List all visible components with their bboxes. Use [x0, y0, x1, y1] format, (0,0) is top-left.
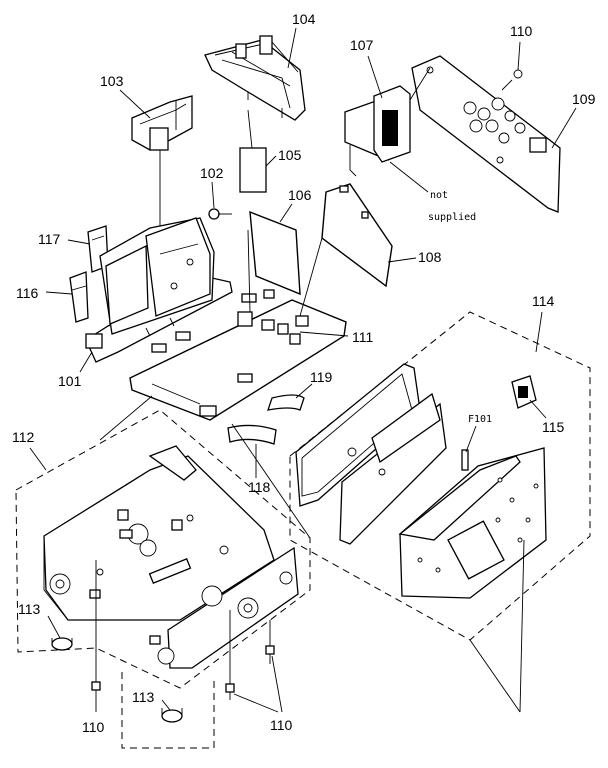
- foot-113-left: [51, 637, 73, 651]
- leader-102: [211, 181, 215, 209]
- part-105-plate: [239, 147, 267, 193]
- leader-107: [367, 55, 383, 99]
- guide-111a: [247, 229, 251, 313]
- label-111: 111: [352, 329, 373, 345]
- leader-117: [67, 239, 91, 245]
- part-104-top-bracket: [204, 35, 306, 121]
- screw-110-right-a: [225, 683, 235, 700]
- foot-113-right: [161, 708, 183, 723]
- label-112: 112: [12, 429, 35, 445]
- label-105: 105: [278, 147, 302, 163]
- guide-105: [247, 109, 253, 149]
- part-112-bottom-chassis: [43, 445, 299, 669]
- label-118: 118: [248, 479, 271, 495]
- part-119-flex-cable: [267, 394, 305, 411]
- guide-111b: [299, 237, 323, 317]
- part-101-chassis-bracket: [85, 217, 233, 363]
- part-114-power-supply: [295, 363, 547, 599]
- part-102-screw: [208, 208, 232, 220]
- screw-110-left: [91, 681, 101, 712]
- leader-103: [119, 89, 151, 119]
- label-102: 102: [200, 165, 224, 181]
- part-103-bracket: [131, 95, 193, 151]
- leader-f101: [465, 425, 477, 453]
- part-116-cable: [69, 271, 89, 323]
- label-109: 109: [572, 91, 596, 107]
- leader-106: [279, 203, 293, 223]
- label-104: 104: [292, 11, 316, 27]
- label-110-left: 110: [82, 719, 105, 735]
- part-108-board: [321, 183, 393, 288]
- label-113-right: 113: [132, 689, 155, 705]
- label-106: 106: [288, 187, 312, 203]
- guide-112a: [99, 395, 153, 441]
- group-112-lower-boundary: [121, 672, 215, 749]
- group-114-boundary: [289, 311, 591, 641]
- label-113-left: 113: [18, 601, 41, 617]
- label-101: 101: [58, 373, 82, 389]
- screw-110-top: [501, 69, 523, 91]
- label-110-top: 110: [510, 23, 533, 39]
- label-116: 116: [16, 285, 39, 301]
- label-115: 115: [542, 419, 565, 435]
- guide-109: [409, 67, 431, 101]
- leader-110-right-b: [271, 655, 283, 713]
- label-103: 103: [100, 73, 124, 89]
- leader-110-top: [517, 41, 521, 71]
- leader-108: [387, 257, 417, 263]
- guide-114-screw-a: [469, 639, 521, 713]
- label-117: 117: [38, 231, 61, 247]
- part-106-board: [249, 210, 301, 296]
- label-119: 119: [310, 369, 333, 385]
- group-112-boundary: [15, 409, 311, 689]
- leader-113-right: [161, 699, 171, 711]
- part-107-unit: [344, 85, 411, 177]
- part-109-front-panel: [411, 55, 561, 213]
- leader-119: [295, 383, 313, 399]
- label-107: 107: [350, 37, 374, 53]
- label-f101: F101: [468, 414, 492, 425]
- leader-116: [45, 291, 73, 295]
- leader-104: [287, 27, 297, 69]
- leader-109: [551, 107, 577, 149]
- note-supplied: supplied: [428, 212, 476, 223]
- guide-114-screw-b: [519, 539, 525, 713]
- leader-110-right-a: [233, 693, 279, 713]
- leader-111: [299, 331, 349, 337]
- leader-112: [29, 447, 47, 471]
- part-118-flex-cable: [227, 424, 277, 445]
- label-114: 114: [532, 293, 555, 309]
- leader-115: [529, 399, 547, 419]
- label-108: 108: [418, 249, 442, 265]
- leader-113-left: [47, 615, 61, 639]
- label-110-right: 110: [270, 717, 293, 733]
- leader-105: [265, 155, 277, 167]
- leader-114: [535, 311, 543, 353]
- guide-112b: [231, 423, 311, 539]
- leader-not-supplied: [389, 161, 429, 193]
- leader-101: [79, 351, 93, 373]
- note-not: not: [430, 190, 448, 201]
